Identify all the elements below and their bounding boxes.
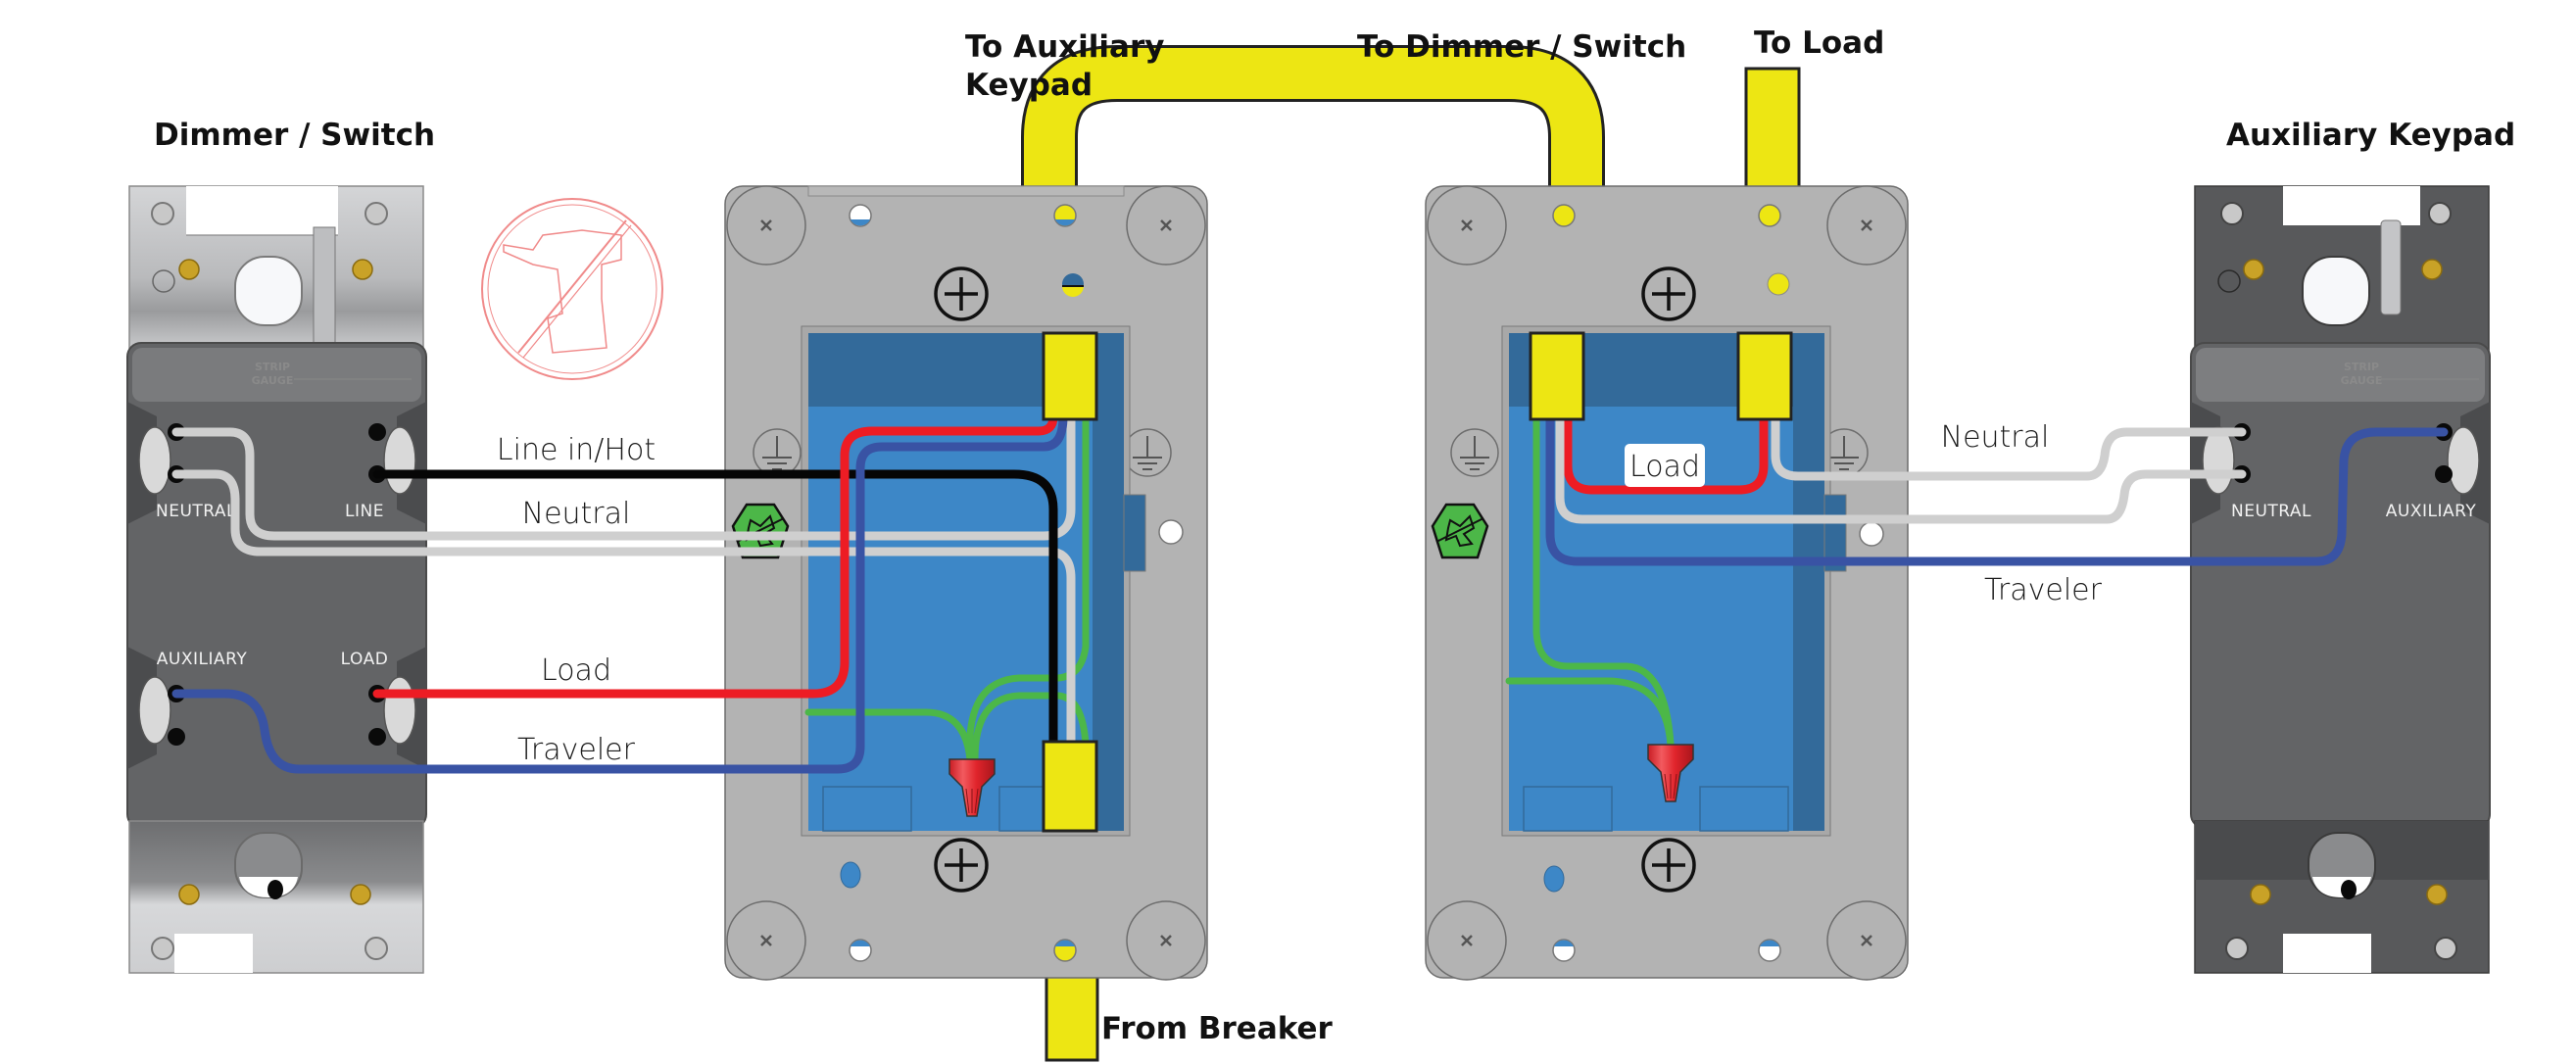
strip-gauge-line2: GAUGE	[252, 374, 294, 387]
terminal-label-load: LOAD	[341, 650, 389, 669]
wire-nut-icon	[1647, 744, 1694, 802]
wire-line-hot	[372, 469, 1058, 750]
label-to-auxiliary-keypad-line1: To Auxiliary	[965, 29, 1164, 65]
strip-gauge-line1: STRIP	[2344, 361, 2379, 373]
no-power-drill-icon	[481, 198, 663, 380]
terminal-label-line: LINE	[345, 502, 384, 521]
terminal-screw-auxiliary	[138, 676, 171, 745]
phillips-screw-icon	[934, 838, 989, 893]
ground-symbol-icon	[1123, 428, 1172, 477]
label-load-left: Load	[541, 653, 611, 688]
auxiliary-keypad-title: Auxiliary Keypad	[2226, 118, 2515, 153]
dimmer-switch-title: Dimmer / Switch	[154, 118, 435, 153]
wire-load-left	[372, 411, 1058, 699]
label-traveler-left: Traveler	[517, 733, 636, 767]
wire-neutral-left-b	[171, 469, 1076, 750]
label-neutral-right: Neutral	[1941, 420, 2050, 455]
wire-neutral-right-a	[1771, 411, 2247, 481]
terminal-screw-line	[383, 426, 416, 495]
label-line-in-hot: Line in/Hot	[497, 433, 656, 467]
label-from-breaker: From Breaker	[1101, 1011, 1334, 1046]
electrical-box-2	[1425, 184, 1909, 982]
dimmer-device: STRIP GAUGE NEUTRAL LINE AUXILIARY LOAD	[126, 185, 427, 974]
terminal-label-auxiliary: AUXILIARY	[157, 650, 248, 669]
terminal-label-neutral: NEUTRAL	[2231, 502, 2311, 521]
load-label-bg	[1625, 444, 1705, 487]
terminal-screw-neutral	[138, 426, 171, 495]
terminal-screw-load	[383, 676, 416, 745]
terminal-screw-auxiliary	[2447, 426, 2480, 495]
phillips-screw-icon	[1641, 266, 1696, 321]
cable-sheath-box2-left	[1529, 331, 1585, 421]
cable-sheath-box2-right	[1736, 331, 1793, 421]
wire-traveler-right	[1545, 411, 2449, 566]
strip-gauge-line1: STRIP	[255, 361, 290, 373]
label-to-load: To Load	[1754, 25, 1884, 61]
label-neutral-left: Neutral	[522, 497, 631, 531]
wire-nut-icon	[948, 758, 996, 817]
cable-sheath-box1-bottom	[1042, 740, 1098, 833]
terminal-label-auxiliary: AUXILIARY	[2386, 502, 2477, 521]
label-traveler-right: Traveler	[1984, 573, 2103, 607]
terminal-label-neutral: NEUTRAL	[156, 502, 236, 521]
wire-ground-box1-b	[966, 408, 1090, 763]
cable-box1-to-box2	[1021, 45, 1605, 188]
label-to-dimmer-switch: To Dimmer / Switch	[1357, 29, 1686, 65]
cable-from-breaker	[1045, 968, 1099, 1062]
wire-load-box2	[1563, 411, 1769, 495]
wire-neutral-right-b	[1555, 411, 2247, 524]
wire-traveler-left	[171, 411, 1068, 774]
electrical-box-1	[724, 184, 1208, 982]
wire-neutral-left-a	[171, 411, 1076, 541]
phillips-screw-icon	[1641, 838, 1696, 893]
keypad-device: STRIP GAUGE NEUTRAL AUXILIARY	[2190, 185, 2491, 974]
strip-gauge-line2: GAUGE	[2341, 374, 2383, 387]
terminal-screw-neutral	[2202, 426, 2235, 495]
wire-ground-box1-c	[971, 692, 1090, 763]
label-load-box2: Load	[1629, 450, 1700, 484]
label-to-auxiliary-keypad-line2: Keypad	[965, 68, 1093, 103]
ground-symbol-icon	[753, 428, 802, 477]
green-ground-screw-icon	[1431, 503, 1489, 559]
ground-symbol-icon	[1450, 428, 1499, 477]
cable-to-load	[1744, 67, 1801, 190]
wire-ground-box2-b	[1532, 412, 1675, 749]
phillips-screw-icon	[934, 266, 989, 321]
cable-sheath-box1-top	[1042, 331, 1098, 421]
